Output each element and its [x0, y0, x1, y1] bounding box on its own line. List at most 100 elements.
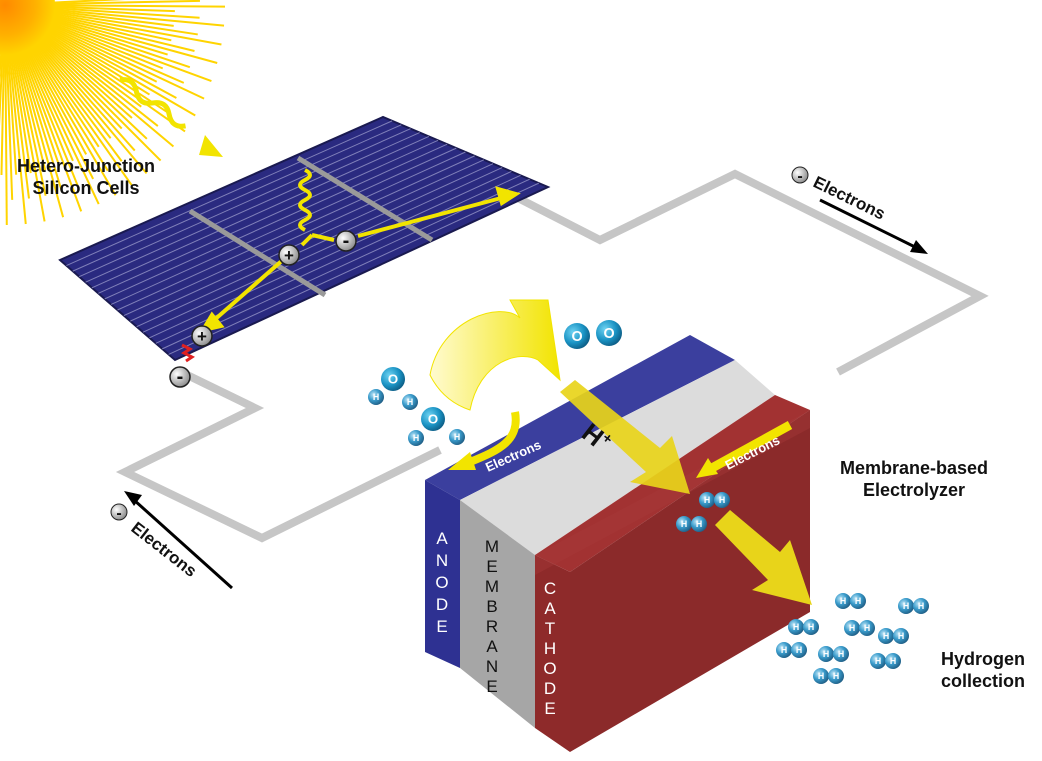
hydrogen-atom-icon: H [776, 642, 792, 658]
svg-text:O: O [603, 326, 614, 342]
hydrogen-atom-icon: H [449, 429, 465, 445]
hydrogen-label-line2: collection [941, 671, 1025, 691]
hydrogen-output-arrow [715, 510, 812, 605]
hydrogen-atom-icon: H [850, 593, 866, 609]
membraneLetters-letter: E [486, 677, 497, 696]
svg-text:O: O [388, 372, 398, 387]
hydrogen-atom-icon: H [870, 653, 886, 669]
svg-text:H: H [849, 623, 855, 633]
svg-text:H: H [454, 432, 460, 442]
hydrogen-atom-icon: H [368, 389, 384, 405]
cathodeLetters-letter: H [544, 639, 556, 658]
hydrogen-atom-icon: H [913, 598, 929, 614]
oxygen-atom-icon: O [564, 323, 590, 349]
charge-separation-arrows [198, 168, 521, 333]
hydrogen-label-line1: Hydrogen [941, 649, 1025, 669]
cathodeLetters-letter: O [543, 659, 556, 678]
cathode-face [570, 410, 810, 752]
membraneLetters-letter: R [486, 617, 498, 636]
hydrogen-atom-icon: H [859, 620, 875, 636]
electrolyzer-label-line1: Membrane-based [840, 458, 988, 478]
hydrogen-atom-icon: H [833, 646, 849, 662]
sun-icon [0, 0, 226, 226]
solar-panel [58, 115, 551, 362]
hydrogen-atom-icon: H [803, 619, 819, 635]
svg-text:-: - [116, 505, 121, 522]
anodeLetters-letter: N [436, 551, 448, 570]
minus-terminal-icon: - [169, 366, 191, 388]
hydrogen-atom-icon: H [835, 593, 851, 609]
photon-wave-icon [119, 77, 223, 157]
svg-text:H: H [696, 519, 702, 529]
svg-text:H: H [903, 601, 909, 611]
svg-text:H: H [818, 671, 824, 681]
oxygen-atom-icon: O [381, 367, 405, 391]
anodeLetters-letter: E [436, 617, 447, 636]
svg-text:H: H [373, 392, 379, 402]
anodeLetters-letter: A [436, 529, 448, 548]
svg-text:H: H [875, 656, 881, 666]
oxygen-atom-icon: O [596, 320, 622, 346]
membrane-face [460, 500, 535, 728]
hydrogen-atom-icon: H [893, 628, 909, 644]
svg-text:H: H [833, 671, 839, 681]
hydrogen-atom-icon: H [714, 492, 730, 508]
electrons-left-indicator: - Electrons [110, 491, 234, 590]
hydrogen-atom-icon: H [788, 619, 804, 635]
svg-text:H: H [704, 495, 710, 505]
svg-text:O: O [428, 412, 438, 427]
cathodeLetters-letter: E [544, 699, 555, 718]
proton-arrow: H+ [560, 380, 690, 494]
svg-text:H: H [864, 623, 870, 633]
hydrogen-atom-icon: H [878, 628, 894, 644]
hydrogen-atom-icon: H [699, 492, 715, 508]
hydrogen-atom-icon: H [844, 620, 860, 636]
hydrogen-atom-icon: H [818, 646, 834, 662]
cells-label-line2: Silicon Cells [32, 178, 139, 198]
svg-text:-: - [797, 168, 802, 185]
svg-text:-: - [343, 230, 350, 252]
cathodeLetters-letter: A [544, 599, 556, 618]
hydrogen-atom-icon: H [828, 668, 844, 684]
hydrogen-atom-icon: H [791, 642, 807, 658]
hydrogen-atom-icon: H [885, 653, 901, 669]
cathodeLetters-letter: C [544, 579, 556, 598]
cells-label-line1: Hetero-Junction [17, 156, 155, 176]
plus-terminal-icon: + [181, 325, 213, 363]
svg-text:+: + [284, 246, 294, 265]
anode-face [425, 480, 460, 668]
membraneLetters-letter: N [486, 657, 498, 676]
svg-text:H: H [407, 397, 413, 407]
svg-text:H: H [796, 645, 802, 655]
svg-text:H: H [898, 631, 904, 641]
oxygen-atom-icon: O [421, 407, 445, 431]
svg-text:H: H [808, 622, 814, 632]
cathodeLetters-letter: D [544, 679, 556, 698]
svg-text:H: H [793, 622, 799, 632]
membraneLetters-letter: A [486, 637, 498, 656]
hydrogen-atom-icon: H [676, 516, 692, 532]
svg-text:H: H [918, 601, 924, 611]
svg-text:O: O [571, 329, 582, 345]
svg-text:H: H [838, 649, 844, 659]
svg-text:H: H [823, 649, 829, 659]
membraneLetters-letter: M [485, 577, 499, 596]
cathodeLetters-letter: T [545, 619, 555, 638]
anodeLetters-letter: D [436, 595, 448, 614]
hydrogen-atom-icon: H [691, 516, 707, 532]
svg-text:H: H [781, 645, 787, 655]
plus-charge-icon: + [278, 244, 300, 266]
electrolyzer-label-line2: Electrolyzer [863, 480, 965, 500]
svg-text:H: H [681, 519, 687, 529]
svg-text:H: H [890, 656, 896, 666]
svg-text:-: - [177, 366, 184, 388]
hydrogen-atom-icon: H [813, 668, 829, 684]
svg-text:H: H [413, 433, 419, 443]
svg-text:H: H [855, 596, 861, 606]
anodeLetters-letter: O [435, 573, 448, 592]
